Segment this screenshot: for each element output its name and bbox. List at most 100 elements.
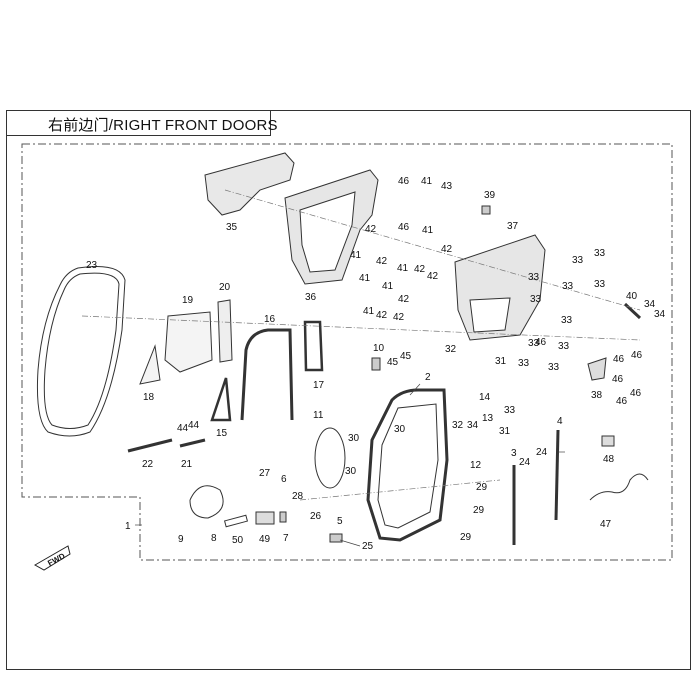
callout-42h: 42 bbox=[393, 312, 405, 323]
assembly-boundary bbox=[21, 143, 673, 561]
page-title: 右前边门/RIGHT FRONT DOORS bbox=[48, 117, 278, 134]
callout-27: 27 bbox=[259, 468, 271, 479]
callout-33e: 33 bbox=[562, 281, 574, 292]
callout-34a: 34 bbox=[467, 420, 479, 431]
part-15-seal bbox=[210, 377, 232, 422]
callout-41d: 41 bbox=[397, 263, 409, 274]
fwd-arrow: FWD bbox=[33, 545, 71, 571]
part-21-rod bbox=[179, 438, 206, 448]
callout-41g: 41 bbox=[363, 306, 375, 317]
part-22-rod bbox=[127, 438, 173, 453]
part-17-seal bbox=[303, 320, 324, 372]
part-11-regulator bbox=[314, 427, 346, 489]
callout-46g: 46 bbox=[616, 396, 628, 407]
callout-23: 23 bbox=[86, 260, 98, 271]
callout-31b: 31 bbox=[499, 426, 511, 437]
callout-42d: 42 bbox=[414, 264, 426, 275]
callout-33d: 33 bbox=[528, 272, 540, 283]
callout-41c: 41 bbox=[350, 250, 362, 261]
part-37-pocket bbox=[469, 297, 511, 333]
callout-33g: 33 bbox=[530, 294, 542, 305]
callout-45b: 45 bbox=[400, 351, 412, 362]
part-4-rod bbox=[554, 429, 560, 521]
part-2-door-frame bbox=[366, 388, 449, 542]
callout-42b: 42 bbox=[441, 244, 453, 255]
callout-42f: 42 bbox=[398, 294, 410, 305]
part-48-connector bbox=[601, 435, 615, 447]
callout-41f: 41 bbox=[382, 281, 394, 292]
callout-29b: 29 bbox=[473, 505, 485, 516]
callout-16: 16 bbox=[264, 314, 276, 325]
callout-33h: 33 bbox=[561, 315, 573, 326]
callout-33c: 33 bbox=[594, 248, 606, 259]
part-39-clip bbox=[481, 205, 491, 215]
part-19-glass bbox=[164, 311, 213, 373]
part-18-glass-tri bbox=[139, 344, 161, 385]
callout-41b: 41 bbox=[422, 225, 434, 236]
callout-46c: 46 bbox=[535, 337, 547, 348]
callout-33f: 33 bbox=[594, 279, 606, 290]
callout-38: 38 bbox=[591, 390, 603, 401]
callout-12: 12 bbox=[470, 460, 482, 471]
part-38-pocket bbox=[587, 357, 607, 381]
callout-25: 25 bbox=[362, 541, 374, 552]
part-36-inner-cutout bbox=[299, 191, 356, 273]
callout-37: 37 bbox=[507, 221, 519, 232]
callout-33l: 33 bbox=[548, 362, 560, 373]
callout-46h: 46 bbox=[630, 388, 642, 399]
callout-49: 49 bbox=[259, 534, 271, 545]
callout-47: 47 bbox=[600, 519, 612, 530]
part-49-pad bbox=[255, 511, 275, 525]
callout-24b: 24 bbox=[519, 457, 531, 468]
callout-46f: 46 bbox=[612, 374, 624, 385]
callout-33b: 33 bbox=[572, 255, 584, 266]
callout-17: 17 bbox=[313, 380, 325, 391]
title-box bbox=[6, 110, 271, 136]
callout-41a: 41 bbox=[421, 176, 433, 187]
part-35-trim bbox=[204, 152, 295, 216]
callout-labels: 1 2 3 4 5 6 7 8 9 10 11 12 13 14 15 16 1… bbox=[86, 176, 666, 552]
callout-3: 3 bbox=[511, 448, 517, 459]
callout-45a: 45 bbox=[387, 357, 399, 368]
callout-33j: 33 bbox=[558, 341, 570, 352]
callout-30a: 30 bbox=[348, 433, 360, 444]
callout-26: 26 bbox=[310, 511, 322, 522]
callout-24: 24 bbox=[536, 447, 548, 458]
callout-50: 50 bbox=[232, 535, 244, 546]
callout-33k: 33 bbox=[518, 358, 530, 369]
callout-33a: 33 bbox=[504, 405, 516, 416]
part-10-handle bbox=[371, 357, 381, 371]
diagram-frame bbox=[6, 110, 691, 670]
callout-44b: 44 bbox=[188, 420, 200, 431]
callout-22: 22 bbox=[142, 459, 154, 470]
part-20-strip bbox=[217, 299, 233, 363]
part-50-strip bbox=[223, 514, 249, 528]
assembly-lines bbox=[81, 189, 641, 501]
callout-18: 18 bbox=[143, 392, 155, 403]
callout-19: 19 bbox=[182, 295, 194, 306]
callout-1: 1 bbox=[125, 521, 131, 532]
callout-2: 2 bbox=[425, 372, 431, 383]
callout-9: 9 bbox=[178, 534, 184, 545]
callout-13: 13 bbox=[482, 413, 494, 424]
callout-39: 39 bbox=[484, 190, 496, 201]
callout-29c: 29 bbox=[460, 532, 472, 543]
callout-15: 15 bbox=[216, 428, 228, 439]
part-7-part bbox=[279, 511, 287, 523]
callout-35: 35 bbox=[226, 222, 238, 233]
callout-5: 5 bbox=[337, 516, 343, 527]
callout-7: 7 bbox=[283, 533, 289, 544]
callout-41e: 41 bbox=[359, 273, 371, 284]
callout-44a: 44 bbox=[177, 423, 189, 434]
callout-33i: 33 bbox=[528, 338, 540, 349]
callout-48: 48 bbox=[603, 454, 615, 465]
part-5-latch bbox=[329, 533, 343, 543]
callout-40: 40 bbox=[626, 291, 638, 302]
callout-34b: 34 bbox=[644, 299, 656, 310]
callout-8: 8 bbox=[211, 533, 217, 544]
callout-10: 10 bbox=[373, 343, 385, 354]
callout-42a: 42 bbox=[365, 224, 377, 235]
callout-36: 36 bbox=[305, 292, 317, 303]
callout-46e: 46 bbox=[631, 350, 643, 361]
callout-42g: 42 bbox=[376, 310, 388, 321]
